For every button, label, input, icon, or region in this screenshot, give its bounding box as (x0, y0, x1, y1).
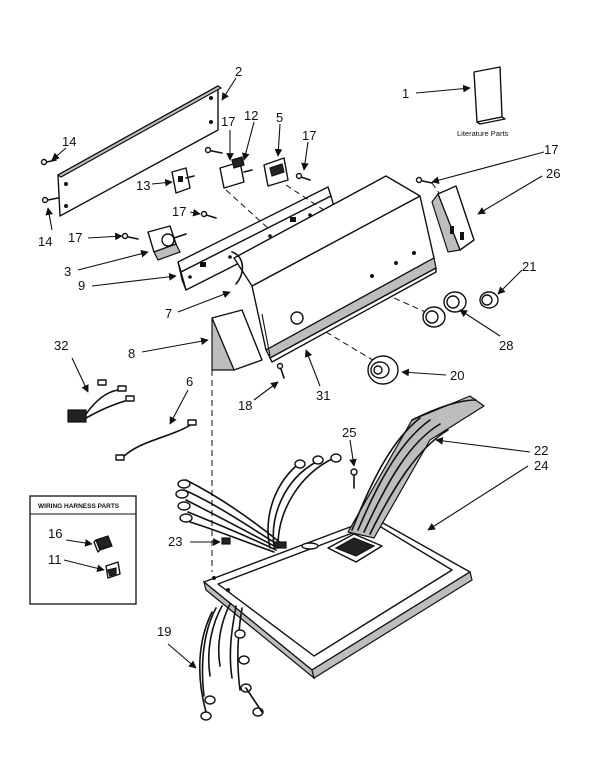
screw-14-lower (41, 196, 59, 204)
wiring-harness-parts-box (29, 495, 137, 605)
callout-17-a: 17 (221, 114, 235, 129)
knob-21 (479, 291, 499, 309)
knob-20 (367, 355, 399, 385)
callout-20: 20 (450, 368, 464, 383)
top-panel (202, 517, 473, 680)
screw-17-c (200, 210, 217, 219)
callout-9: 9 (78, 278, 85, 293)
switch-5 (263, 157, 289, 187)
harness-box-title: WIRING HARNESS PARTS (38, 503, 120, 510)
switch-13 (171, 167, 195, 194)
switch-12 (219, 156, 253, 189)
console-end-cap-right (431, 185, 475, 253)
assembly-line-a (225, 189, 271, 231)
screw-17-d (121, 232, 139, 240)
rear-panel (56, 85, 223, 217)
callout-17-e: 17 (544, 142, 558, 157)
screw-25 (350, 468, 358, 489)
callout-17-d: 17 (68, 230, 82, 245)
callout-17-c: 17 (172, 204, 186, 219)
screw-14-upper (40, 158, 57, 166)
callout-5: 5 (276, 110, 283, 125)
wire-6-terminal-b (187, 419, 197, 426)
connector-16 (93, 535, 113, 553)
callout-31: 31 (316, 388, 330, 403)
callout-21: 21 (522, 259, 536, 274)
callout-8: 8 (128, 346, 135, 361)
callout-3: 3 (64, 264, 71, 279)
wire-6 (121, 423, 193, 459)
callout-25: 25 (342, 425, 356, 440)
callout-6: 6 (186, 374, 193, 389)
clip-11 (105, 561, 121, 579)
callout-14-lower: 14 (38, 234, 52, 249)
control-bracket (177, 186, 337, 291)
screw-17-b (295, 172, 311, 181)
callout-13: 13 (136, 178, 150, 193)
console-wire-7 (231, 251, 244, 285)
callout-18: 18 (238, 398, 252, 413)
callout-11: 11 (48, 552, 62, 567)
callout-14-upper: 14 (62, 134, 76, 149)
callout-12: 12 (244, 108, 258, 123)
callout-19: 19 (157, 624, 171, 639)
callout-16: 16 (48, 526, 62, 541)
literature-parts-label: Literature Parts (457, 129, 509, 138)
callout-24: 24 (534, 458, 548, 473)
screw-17-a (204, 146, 223, 154)
lower-harness-19 (199, 603, 264, 721)
callout-32: 32 (54, 338, 68, 353)
leader-lines (45, 77, 545, 669)
callout-2: 2 (235, 64, 242, 79)
callout-26: 26 (546, 166, 560, 181)
knob-28-a (443, 291, 467, 313)
callout-1: 1 (402, 86, 409, 101)
clip-23 (221, 537, 231, 545)
console-panel (233, 175, 437, 363)
assembly-line-c (431, 182, 445, 201)
callout-7: 7 (165, 306, 172, 321)
callout-17-b: 17 (302, 128, 316, 143)
literature-booklet (473, 66, 506, 125)
top-panel-slot (301, 533, 383, 563)
knob-28-b (422, 306, 446, 328)
assembly-line-e (325, 331, 377, 363)
screw-18 (276, 362, 285, 379)
screw-17-e (415, 176, 433, 184)
harness-32 (67, 379, 135, 423)
callout-labels: 1 2 3 5 6 7 8 9 11 12 13 14 14 16 17 17 … (38, 64, 560, 639)
console-harness-22 (347, 395, 486, 539)
callout-28: 28 (499, 338, 513, 353)
timer-switch (147, 225, 187, 261)
callout-22: 22 (534, 443, 548, 458)
main-harness-upper (175, 453, 342, 553)
callout-23: 23 (168, 534, 182, 549)
console-end-cap (211, 309, 263, 371)
wire-6-terminal-a (115, 454, 125, 461)
